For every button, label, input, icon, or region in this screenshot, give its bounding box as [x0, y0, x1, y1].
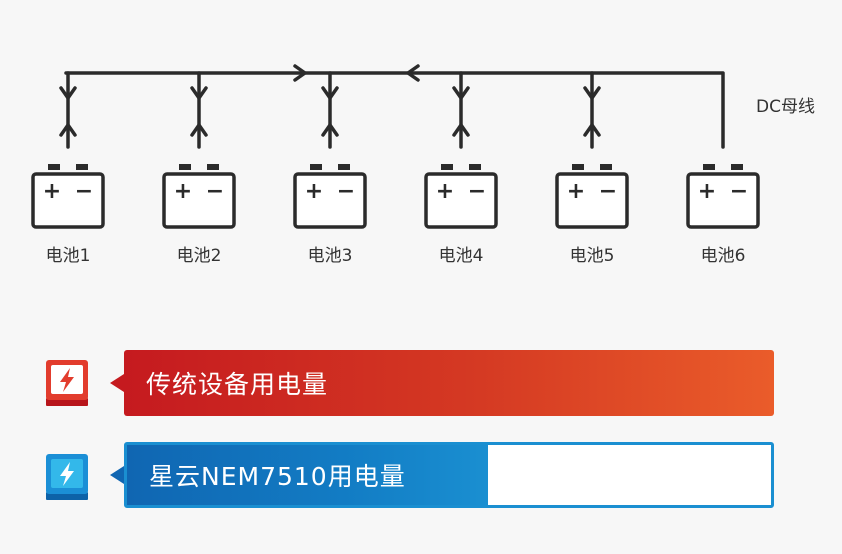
- arrow-up: [321, 123, 339, 137]
- battery-icon: +−: [162, 164, 236, 229]
- nebula-usage-row: 星云NEM7510用电量: [0, 440, 842, 510]
- nebula-usage-fill: [127, 445, 488, 505]
- battery-2: +−: [162, 71, 236, 229]
- battery-wire: [321, 71, 339, 149]
- battery-wire: [452, 71, 470, 149]
- bar-pointer: [110, 466, 124, 484]
- arrow-down: [452, 86, 470, 100]
- dc-bus-label: DC母线: [756, 97, 815, 117]
- arrow-up: [190, 123, 208, 137]
- battery-plus-sign: +: [567, 179, 585, 204]
- dc-bus: [64, 64, 724, 82]
- traditional-usage-row: 传统设备用电量: [0, 348, 842, 418]
- battery-bus-diagram: +−+−+−+−+−+−: [31, 64, 760, 229]
- battery-icon: +−: [686, 164, 760, 229]
- battery-minus-sign: −: [599, 179, 617, 204]
- arrow-down: [321, 86, 339, 100]
- battery-wire: [583, 71, 601, 149]
- arrow-down: [583, 86, 601, 100]
- battery-icon: +−: [424, 164, 498, 229]
- battery-label: 电池1: [45, 246, 91, 266]
- battery-minus-sign: −: [468, 179, 486, 204]
- traditional-usage-bar: 传统设备用电量: [110, 350, 774, 416]
- battery-icon: +−: [293, 164, 367, 229]
- traditional-usage-label: 传统设备用电量: [146, 370, 329, 399]
- arrow-down: [59, 86, 77, 100]
- lightning-icon: [46, 454, 88, 500]
- battery-6: +−: [686, 71, 760, 229]
- battery-plus-sign: +: [174, 179, 192, 204]
- bar-pointer: [110, 374, 124, 392]
- battery-label: 电池6: [700, 246, 746, 266]
- battery-icon: +−: [31, 164, 105, 229]
- battery-plus-sign: +: [305, 179, 323, 204]
- arrow-up: [59, 123, 77, 137]
- battery-label: 电池4: [438, 246, 484, 266]
- arrow-down: [190, 86, 208, 100]
- battery-label: 电池3: [307, 246, 353, 266]
- battery-minus-sign: −: [337, 179, 355, 204]
- battery-icon: +−: [555, 164, 629, 229]
- battery-minus-sign: −: [206, 179, 224, 204]
- battery-label: 电池5: [569, 246, 615, 266]
- battery-minus-sign: −: [75, 179, 93, 204]
- battery-label: 电池2: [176, 246, 222, 266]
- arrow-up: [452, 123, 470, 137]
- lightning-icon: [46, 360, 88, 406]
- battery-plus-sign: +: [698, 179, 716, 204]
- arrow-up: [583, 123, 601, 137]
- battery-4: +−: [424, 71, 498, 229]
- battery-wire: [59, 71, 77, 149]
- battery-5: +−: [555, 71, 629, 229]
- battery-wire: [190, 71, 208, 149]
- bus-arrow-left: [406, 64, 420, 82]
- battery-plus-sign: +: [43, 179, 61, 204]
- battery-minus-sign: −: [730, 179, 748, 204]
- battery-3: +−: [293, 71, 367, 229]
- nebula-usage-label: 星云NEM7510用电量: [149, 462, 406, 491]
- battery-plus-sign: +: [436, 179, 454, 204]
- nebula-usage-bar: 星云NEM7510用电量: [110, 442, 774, 508]
- battery-1: +−: [31, 71, 105, 229]
- bus-arrow-right: [293, 64, 307, 82]
